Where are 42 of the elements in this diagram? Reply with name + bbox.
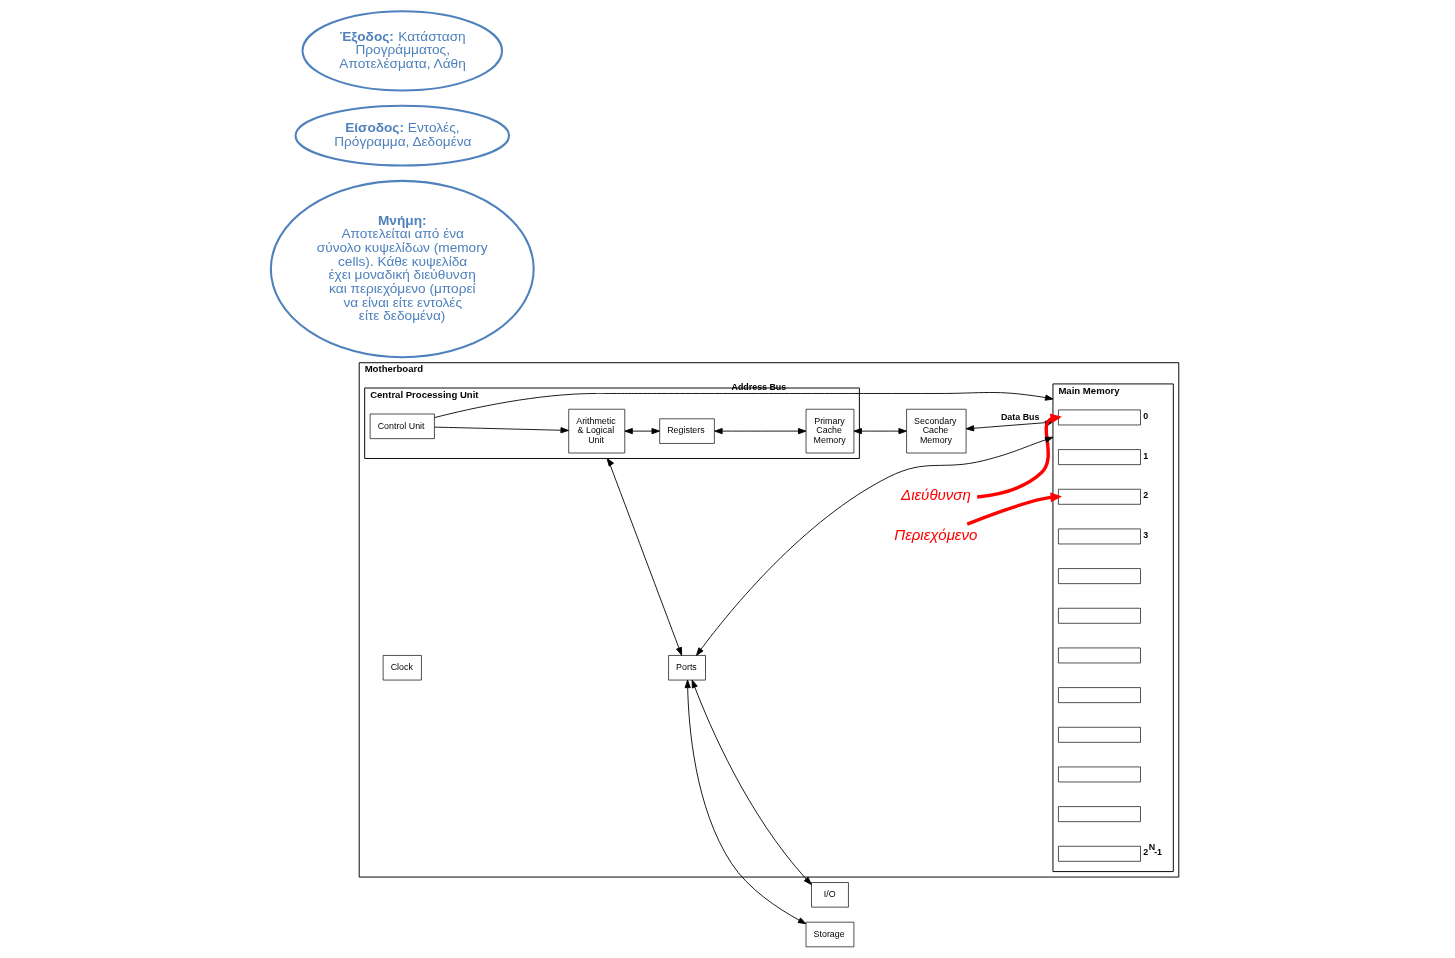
node-box [1058, 568, 1141, 584]
arrow [977, 413, 1062, 499]
arrow [606, 458, 683, 656]
node-box: Storage [805, 921, 855, 948]
node-text: Περιεχόμενο [894, 525, 978, 543]
arrow [624, 428, 660, 435]
arrow [696, 436, 1054, 656]
node-label: 3 [1143, 530, 1149, 541]
node-text: Διεύθυνση [901, 485, 971, 503]
node-box [1058, 766, 1141, 783]
node-box [1058, 687, 1141, 703]
arrow [434, 426, 569, 434]
node-box [1058, 449, 1141, 465]
node-label: 2 [1143, 490, 1149, 501]
edge-label: Data Bus [1000, 412, 1040, 423]
arrow [691, 679, 812, 885]
arrow [684, 679, 807, 925]
node-box [1058, 488, 1141, 505]
node-label: 0 [1143, 411, 1149, 422]
node-ellipse: Είσοδος: Εντολές, Πρόγραμμα, Δεδομένα [294, 104, 511, 167]
node-box [1058, 647, 1141, 664]
node-box: Arithmetic & Logical Unit [568, 408, 626, 454]
node-ellipse: Έξοδος: Κατάσταση Προγράμματος, Αποτελέσματα, Λάθη [301, 10, 504, 92]
arrow [714, 428, 807, 435]
node-ellipse: Μνήμη: Αποτελείται από ένα σύνολο κυψελίδων (memory cells). Κάθε κυψελίδα έχει μοναδική διεύθυνση και περιεχόμενο (μπορεί να είναι είτε εντολές είτε δεδομένα) [269, 179, 535, 359]
node-box: Ports [668, 655, 706, 681]
node-box: Registers [659, 418, 715, 444]
node-box: Control Unit [369, 413, 435, 439]
node-box: Primary Cache Memory [805, 408, 855, 454]
node-box: I/O [811, 882, 849, 908]
node-box [1058, 726, 1141, 743]
node-box [1058, 607, 1141, 624]
node-box [1058, 409, 1141, 426]
node-box [1058, 528, 1141, 545]
node-box: Secondary Cache Memory [906, 408, 967, 454]
node-box: Clock [382, 655, 422, 681]
node-label: 1 [1143, 450, 1149, 461]
arrow [434, 392, 1054, 419]
arrow [966, 492, 1062, 526]
arrow [853, 428, 907, 435]
node-box [1058, 806, 1141, 822]
node-box [1058, 845, 1141, 862]
